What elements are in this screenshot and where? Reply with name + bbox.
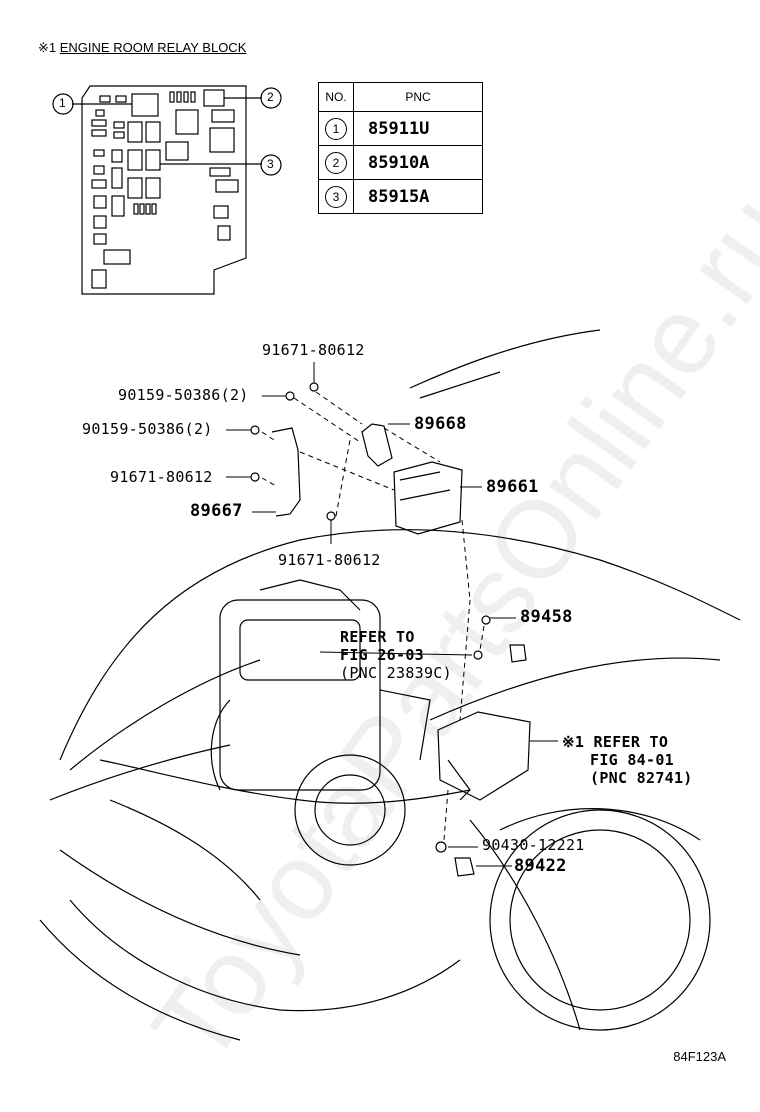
row-number: 1 (325, 117, 347, 140)
refer-fig-26-line3: (PNC 23839C) (340, 664, 452, 682)
part-label-89667[interactable]: 89667 (190, 501, 243, 521)
refer-fig-26-line1: REFER TO (340, 628, 415, 646)
header-no: NO. (318, 82, 354, 112)
part-label-90159-lower[interactable]: 90159-50386(2) (82, 420, 213, 438)
part-label-89661[interactable]: 89661 (486, 477, 539, 497)
figure-code: 84F123A (673, 1049, 726, 1064)
part-label-89458[interactable]: 89458 (520, 607, 573, 627)
refer-fig-26-line2[interactable]: FIG 26-03 (340, 646, 424, 664)
part-label-91671-top[interactable]: 91671-80612 (262, 341, 365, 359)
relay-block-outline (81, 85, 247, 295)
table-row: 3 85915A (318, 179, 483, 214)
part-label-89668[interactable]: 89668 (414, 414, 467, 434)
table-header-row: NO. PNC (318, 82, 483, 112)
callout-3: 3 (267, 157, 274, 171)
part-label-91671-mid[interactable]: 91671-80612 (110, 468, 213, 486)
part-label-91671-bottom[interactable]: 91671-80612 (278, 551, 381, 569)
pnc-table: NO. PNC 1 85911U 2 85910A 3 85915A (318, 82, 483, 214)
row-pnc[interactable]: 85911U (353, 111, 483, 146)
row-number: 2 (325, 151, 347, 174)
callout-2: 2 (267, 90, 274, 104)
row-number: 3 (325, 185, 347, 208)
table-row: 1 85911U (318, 111, 483, 146)
title-text: ENGINE ROOM RELAY BLOCK (59, 40, 247, 55)
refer-fig-84-line2[interactable]: FIG 84-01 (590, 751, 674, 769)
row-pnc[interactable]: 85915A (353, 179, 483, 214)
part-label-90430[interactable]: 90430-12221 (482, 836, 585, 854)
refer-fig-84-line1: ※1 REFER TO (562, 733, 669, 751)
callout-1: 1 (59, 96, 66, 110)
part-label-89422[interactable]: 89422 (514, 856, 567, 876)
title-mark: ※1 (38, 40, 57, 55)
table-row: 2 85910A (318, 145, 483, 180)
header-pnc: PNC (353, 82, 483, 112)
relay-block-title: ※1 ENGINE ROOM RELAY BLOCK (38, 40, 246, 56)
part-label-90159-upper[interactable]: 90159-50386(2) (118, 386, 249, 404)
row-pnc[interactable]: 85910A (353, 145, 483, 180)
refer-fig-84-line3: (PNC 82741) (590, 769, 693, 787)
